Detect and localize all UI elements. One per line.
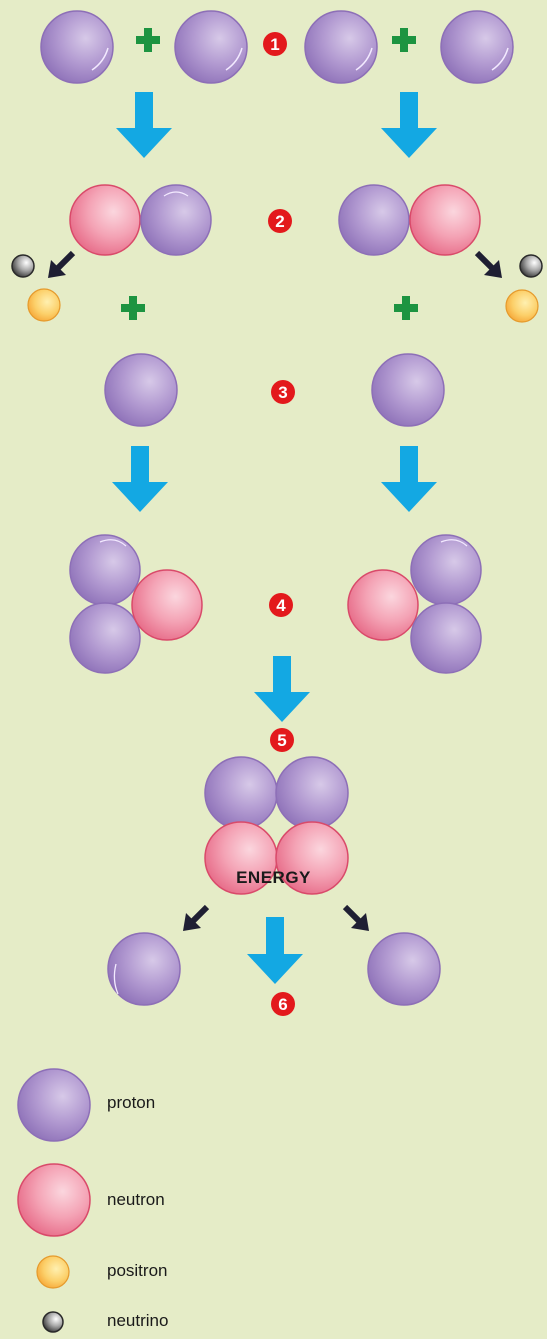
- emission-arrow-icon: [474, 250, 502, 278]
- proton: [410, 534, 482, 606]
- proton: [69, 602, 141, 674]
- proton: [104, 353, 178, 427]
- svg-text:5: 5: [277, 731, 286, 750]
- proton: [275, 756, 349, 830]
- proton: [371, 353, 445, 427]
- proton: [69, 534, 141, 606]
- neutron: [275, 821, 349, 895]
- down-arrow-icon: [247, 917, 303, 984]
- proton: [107, 932, 181, 1006]
- down-arrow-icon: [381, 92, 437, 158]
- proton: [410, 602, 482, 674]
- proton: [204, 756, 278, 830]
- step-badge: 6: [271, 992, 295, 1016]
- step-badge: 5: [270, 728, 294, 752]
- step-badge: 3: [271, 380, 295, 404]
- legend-neutron-swatch: [17, 1163, 91, 1237]
- proton: [40, 10, 114, 84]
- emission-arrow-icon: [183, 904, 210, 931]
- legend-neutrino-label: neutrino: [107, 1311, 169, 1330]
- legend-proton-swatch: [17, 1068, 91, 1142]
- step-badge: 2: [268, 209, 292, 233]
- plus-icon: [392, 28, 416, 52]
- step-badge: 4: [269, 593, 293, 617]
- plus-icon: [121, 296, 145, 320]
- proton: [367, 932, 441, 1006]
- legend-positron-label: positron: [107, 1261, 168, 1280]
- neutron: [347, 569, 419, 641]
- svg-text:2: 2: [275, 212, 284, 231]
- emission-arrow-icon: [48, 250, 76, 278]
- emission-arrow-icon: [342, 904, 369, 931]
- svg-text:6: 6: [278, 995, 287, 1014]
- legend-positron-swatch: [36, 1255, 70, 1289]
- proton: [304, 10, 378, 84]
- neutron: [69, 184, 141, 256]
- proton: [174, 10, 248, 84]
- energy-label: ENERGY: [236, 868, 311, 887]
- down-arrow-icon: [116, 92, 172, 158]
- neutrino: [519, 254, 543, 278]
- svg-text:4: 4: [276, 596, 286, 615]
- down-arrow-icon: [112, 446, 168, 512]
- neutron: [409, 184, 481, 256]
- proton: [140, 184, 212, 256]
- proton: [338, 184, 410, 256]
- svg-text:3: 3: [278, 383, 287, 402]
- legend-neutron-label: neutron: [107, 1190, 165, 1209]
- step-badge: 1: [263, 32, 287, 56]
- neutrino: [11, 254, 35, 278]
- legend-proton-label: proton: [107, 1093, 156, 1112]
- down-arrow-icon: [254, 656, 310, 722]
- down-arrow-icon: [381, 446, 437, 512]
- positron: [27, 288, 61, 322]
- proton: [440, 10, 514, 84]
- positron: [505, 289, 539, 323]
- neutron: [131, 569, 203, 641]
- svg-text:1: 1: [270, 35, 279, 54]
- plus-icon: [394, 296, 418, 320]
- legend-neutrino-swatch: [42, 1311, 64, 1333]
- plus-icon: [136, 28, 160, 52]
